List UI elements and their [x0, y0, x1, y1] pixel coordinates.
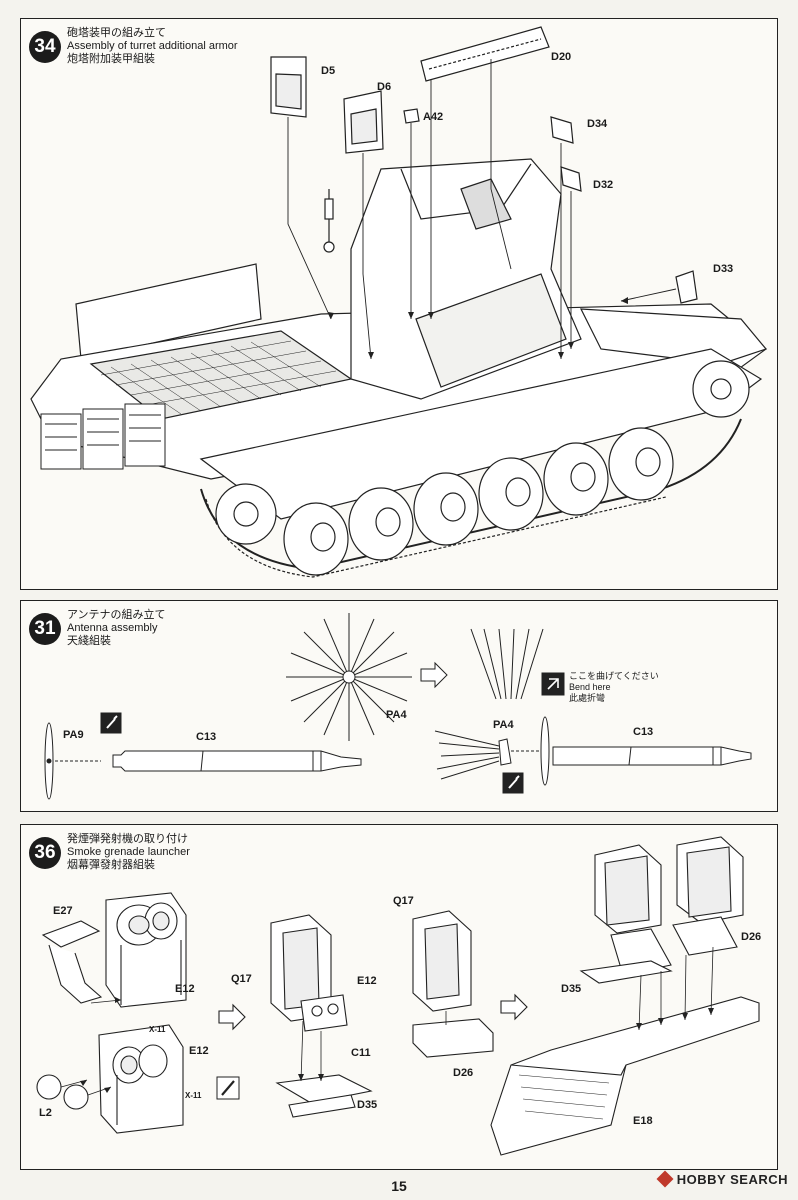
part-label-pa4-bent: PA4 [493, 719, 514, 731]
bend-note-en: Bend here [569, 682, 611, 692]
part-label-pa9: PA9 [63, 729, 84, 741]
part-label-c13-right: C13 [633, 726, 654, 738]
step-title-en: Assembly of turret additional armor [67, 40, 238, 52]
step-title-en: Antenna assembly [67, 622, 158, 634]
part-label-q17-middle: Q17 [231, 973, 252, 985]
part-label-e27: E27 [53, 905, 73, 917]
step-heading: 砲塔装甲の組み立て Assembly of turret additional … [67, 27, 238, 66]
step-heading: 発煙弾発射機の取り付け Smoke grenade launcher 烟幕彈發射… [67, 833, 190, 872]
step-title-zh: 天綫組裝 [67, 635, 111, 647]
part-label-e18: E18 [633, 1115, 653, 1127]
part-label-d32: D32 [593, 179, 614, 191]
watermark: HOBBY SEARCH [656, 1170, 788, 1188]
part-label-a42: A42 [423, 111, 444, 123]
step-number-badge: 36 [29, 837, 61, 869]
antenna-illustration [44, 613, 752, 800]
part-label-c11: C11 [351, 1047, 371, 1059]
part-label-d35-right: D35 [561, 983, 582, 995]
bend-note: ここを曲げてください Bend here 此處折彎 [569, 671, 659, 704]
part-label-c13: C13 [196, 731, 217, 743]
tank-assembly-illustration [30, 26, 768, 578]
step-34-panel: 34 砲塔装甲の組み立て Assembly of turret addition… [20, 18, 778, 590]
part-label-d20: D20 [551, 51, 572, 63]
part-label-x11-top: X-11 [149, 1025, 166, 1034]
part-label-d5: D5 [321, 65, 336, 77]
page-number: 15 [391, 1178, 407, 1194]
bend-note-zh: 此處折彎 [569, 693, 606, 703]
step-title-zh: 烟幕彈發射器組裝 [67, 859, 155, 871]
watermark-logo-icon [656, 1170, 674, 1188]
step-number-badge: 31 [29, 613, 61, 645]
step-title-ja: アンテナの組み立て [67, 609, 166, 621]
part-label-l2: L2 [39, 1107, 52, 1119]
part-label-pa4: PA4 [386, 709, 407, 721]
bend-note-ja: ここを曲げてください [569, 671, 659, 681]
part-label-d6: D6 [377, 81, 392, 93]
part-label-d26-right: D26 [741, 931, 762, 943]
part-label-e12-upper: E12 [175, 983, 195, 995]
watermark-text: HOBBY SEARCH [676, 1172, 788, 1187]
part-label-e12-middle: E12 [357, 975, 377, 987]
step-title-ja: 砲塔装甲の組み立て [67, 27, 166, 39]
step-title-zh: 炮塔附加装甲組裝 [67, 53, 155, 65]
smoke-launcher-illustration [36, 836, 760, 1156]
step-36-panel: 36 発煙弾発射機の取り付け Smoke grenade launcher 烟幕… [20, 824, 778, 1170]
step-31-panel: 31 アンテナの組み立て Antenna assembly 天綫組裝 [20, 600, 778, 812]
step-title-en: Smoke grenade launcher [67, 846, 190, 858]
step-title-ja: 発煙弾発射機の取り付け [67, 833, 188, 845]
part-label-x11-bottom: X-11 [185, 1091, 202, 1100]
part-label-e12-lower: E12 [189, 1045, 209, 1057]
step-number-badge: 34 [29, 31, 61, 63]
part-label-d35-middle: D35 [357, 1099, 378, 1111]
part-label-d33: D33 [713, 263, 734, 275]
step-heading: アンテナの組み立て Antenna assembly 天綫組裝 [67, 609, 166, 648]
part-label-d34: D34 [587, 118, 608, 130]
part-label-q17-right: Q17 [393, 895, 414, 907]
part-label-d26-middle: D26 [453, 1067, 474, 1079]
